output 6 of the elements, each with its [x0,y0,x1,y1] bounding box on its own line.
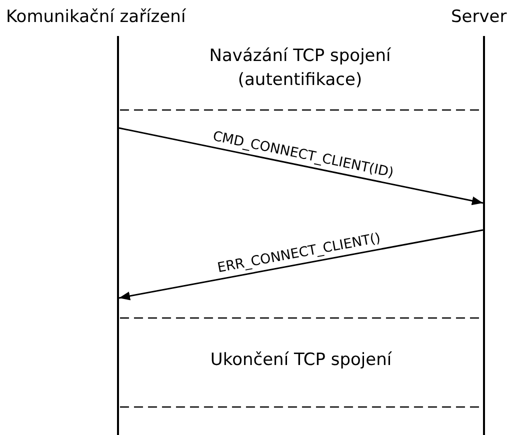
phase-label: Ukončení TCP spojení [209,349,393,372]
message-arrow [118,229,484,300]
participant-label: Komunikační zařízení [6,6,186,28]
participant-label: Server [451,6,507,28]
phase-label: Navázání TCP spojení (autentifikace) [208,45,392,92]
message-arrow [118,127,484,206]
